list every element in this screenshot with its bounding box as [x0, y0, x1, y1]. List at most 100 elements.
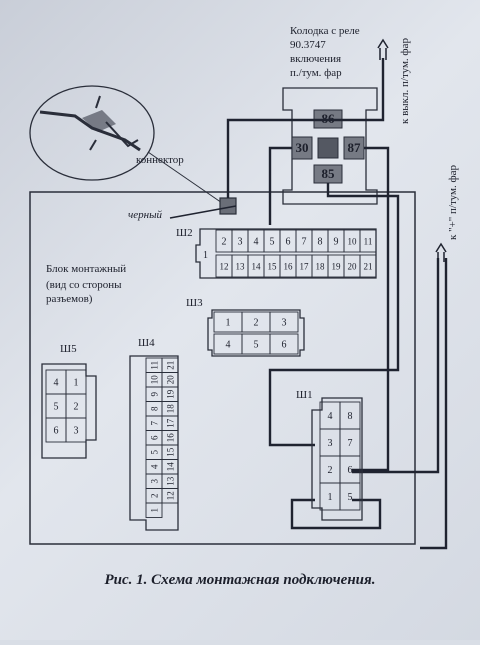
sh1-pin-2: 2 — [328, 465, 333, 476]
relay-pin-87: 87 — [348, 140, 362, 155]
sh2-pin-20: 20 — [348, 262, 358, 272]
svg-text:включения: включения — [290, 53, 341, 65]
sh4-pin-12-cell — [161, 488, 179, 504]
sh2-pin-21-cell — [359, 254, 377, 278]
sh2-pin-4: 4 — [254, 237, 259, 248]
sh4-pin-17: 17 — [166, 418, 176, 428]
sh4-pin-8: 8 — [150, 406, 160, 411]
sh2-pin-6: 6 — [286, 237, 291, 248]
figure-caption: Рис. 1. Схема монтажная подключения. — [104, 572, 376, 588]
mounting-block-subtitle-2: разъемов) — [46, 293, 93, 305]
sh4-pin-1: 1 — [150, 508, 160, 513]
sh4-pin-2: 2 — [150, 494, 160, 499]
sh2-pin-11-cell — [359, 229, 377, 253]
sh4-pin-19: 19 — [166, 389, 176, 399]
sh2-pin-16: 16 — [284, 262, 294, 272]
sh1-pin-1: 1 — [328, 492, 333, 503]
svg-text:Ш2: Ш2 — [176, 227, 193, 239]
sh2-pin-17: 17 — [300, 262, 310, 272]
sh4-pin-15: 15 — [166, 447, 176, 457]
sh3-pin-4: 4 — [226, 340, 231, 351]
sh5-pin-3-cell — [65, 417, 87, 443]
label-plus-fog: к "+" п/тум. фар — [447, 165, 459, 240]
sh4-pin-11: 11 — [150, 361, 160, 370]
sh2-pin-9: 9 — [334, 237, 339, 248]
arrow-up-top-icon — [377, 38, 389, 60]
connector-sh3: Ш3 1 2 3 4 5 6 — [186, 297, 305, 357]
sh3-pin-6-cell — [269, 333, 299, 355]
sh4-pin-21: 21 — [166, 361, 176, 370]
sh4-pin-10: 10 — [150, 375, 160, 385]
svg-text:Ш1: Ш1 — [296, 389, 313, 401]
sh2-pin-19: 19 — [332, 262, 342, 272]
sh4-pin-4: 4 — [150, 464, 160, 469]
sh3-pin-2: 2 — [254, 318, 259, 329]
sh2-pin-3: 3 — [238, 237, 243, 248]
sh2-pin-13: 13 — [236, 262, 246, 272]
sh2-pin-1: 1 — [203, 250, 208, 261]
output-arrows — [377, 38, 447, 262]
arrow-up-bottom-icon — [435, 242, 447, 262]
sh4-pin-12: 12 — [166, 491, 176, 500]
sh1-pin-5-cell — [339, 482, 361, 511]
sh4-pin-18: 18 — [166, 404, 176, 414]
sh1-pin-7: 7 — [348, 438, 353, 449]
relay-center-box — [317, 137, 339, 159]
connector-sh1: Ш1 4 8 3 7 2 6 1 5 — [296, 389, 363, 521]
sh2-pin-15: 15 — [268, 262, 278, 272]
sh3-pin-6: 6 — [282, 340, 287, 351]
sh2-pin-11: 11 — [364, 237, 373, 247]
sh5-pin-1: 1 — [74, 378, 79, 389]
sh4-pin-5: 5 — [150, 450, 160, 455]
sh3-pin-1: 1 — [226, 318, 231, 329]
connector-inset — [29, 85, 226, 206]
sh4-pin-13: 13 — [166, 476, 176, 486]
svg-text:90.3747: 90.3747 — [290, 39, 326, 51]
sh2-pin-21: 21 — [364, 262, 373, 272]
svg-text:п./тум. фар: п./тум. фар — [290, 67, 342, 79]
sh4-pin-1-cell — [145, 502, 163, 518]
connector-sh5: Ш5 4 1 5 2 6 3 — [41, 343, 97, 459]
sh2-pin-8: 8 — [318, 237, 323, 248]
svg-text:Ш3: Ш3 — [186, 297, 203, 309]
relay-pin-30: 30 — [296, 140, 309, 155]
sh1-pin-3: 3 — [328, 438, 333, 449]
sh2-pin-18: 18 — [316, 262, 326, 272]
sh4-pin-7: 7 — [150, 421, 160, 426]
sh5-pin-6: 6 — [54, 426, 59, 437]
relay-title: Колодка с реле 90.3747 включения п./тум.… — [290, 25, 360, 79]
sh4-pin-14: 14 — [166, 462, 176, 472]
sh1-pin-8: 8 — [348, 411, 353, 422]
sh5-pin-4: 4 — [54, 378, 59, 389]
sh1-pin-6: 6 — [348, 465, 353, 476]
wires — [169, 58, 448, 550]
sh2-pin-12: 12 — [220, 262, 229, 272]
sh3-pin-5: 5 — [254, 340, 259, 351]
sh2-pin-7: 7 — [302, 237, 307, 248]
mounting-block-subtitle-1: (вид со стороны — [46, 279, 122, 291]
svg-text:Ш4: Ш4 — [138, 337, 155, 349]
relay-pin-85: 85 — [322, 166, 336, 181]
svg-text:Ш5: Ш5 — [60, 343, 77, 355]
svg-text:Колодка с реле: Колодка с реле — [290, 25, 360, 37]
sh2-pin-5: 5 — [270, 237, 275, 248]
relay-block: 86 30 87 85 — [282, 87, 378, 205]
relay-pin-86: 86 — [322, 111, 336, 126]
wire-black-label: черный — [128, 209, 163, 221]
sh1-pin-4: 4 — [328, 411, 333, 422]
label-switch-fog: к выкл. п/тум. фар — [399, 38, 411, 124]
sh2-pin-14: 14 — [252, 262, 262, 272]
sh5-pin-5: 5 — [54, 402, 59, 413]
sh5-pin-3: 3 — [74, 426, 79, 437]
sh3-pin-3: 3 — [282, 318, 287, 329]
mounting-block-outline — [29, 191, 416, 545]
sh2-pin-2: 2 — [222, 237, 227, 248]
connector-label: коннектор — [136, 154, 184, 166]
sh4-pin-3: 3 — [150, 479, 160, 484]
sh5-pin-2: 2 — [74, 402, 79, 413]
sh1-pin-5: 5 — [348, 492, 353, 503]
